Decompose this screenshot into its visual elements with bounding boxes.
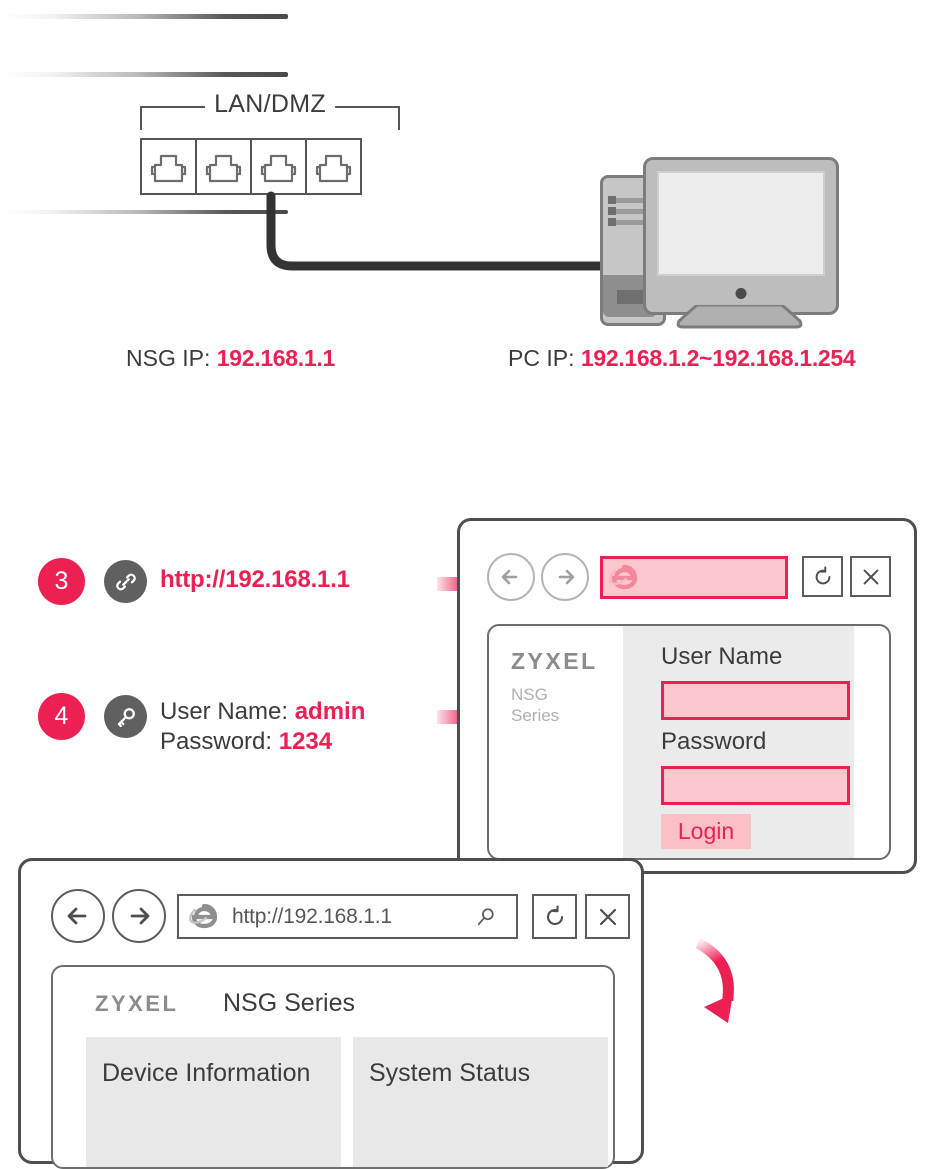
nsg-ip-caption: NSG IP: 192.168.1.1 bbox=[126, 345, 335, 372]
dashboard-browser-window: http://192.168.1.1 ZYXEL NSG Series Devi… bbox=[18, 858, 644, 1169]
pc-monitor bbox=[643, 157, 839, 315]
pc-tower-vent-2 bbox=[608, 209, 652, 214]
dashboard-refresh-button[interactable] bbox=[532, 894, 577, 939]
login-username-input[interactable] bbox=[661, 681, 850, 720]
close-icon bbox=[863, 569, 878, 584]
arrow-right-icon bbox=[130, 907, 150, 925]
dashboard-card-title: Device Information bbox=[102, 1059, 311, 1087]
login-username-label: User Name bbox=[661, 643, 783, 670]
pc-tower-led-2 bbox=[608, 207, 616, 215]
pc-ip-value: 192.168.1.2~192.168.1.254 bbox=[580, 345, 856, 371]
login-browser-window: ZYXEL NSG Series User Name Password Logi… bbox=[457, 518, 917, 874]
step-4-number: 4 bbox=[54, 702, 69, 730]
step-4-username-label: User Name: bbox=[160, 698, 289, 725]
arrow-left-icon bbox=[67, 907, 87, 925]
dashboard-address-value: http://192.168.1.1 bbox=[232, 905, 392, 928]
step-4-badge: 4 bbox=[38, 693, 85, 740]
refresh-icon bbox=[815, 565, 830, 584]
step-4-password-label: Password: bbox=[160, 728, 273, 755]
dashboard-card-device-information[interactable]: Device Information bbox=[86, 1037, 341, 1167]
arrow-right-icon bbox=[558, 569, 575, 585]
login-password-input[interactable] bbox=[661, 766, 850, 805]
login-password-label: Password bbox=[661, 728, 767, 755]
link-icon bbox=[104, 560, 147, 603]
rj45-port-block bbox=[140, 138, 362, 195]
login-series-line1: NSG bbox=[511, 685, 548, 704]
internet-explorer-icon bbox=[189, 903, 218, 929]
nsg-ip-label: NSG IP: bbox=[126, 345, 211, 371]
pc-monitor-stand bbox=[676, 305, 803, 329]
nsg-ip-value: 192.168.1.1 bbox=[216, 345, 336, 371]
device-chassis-line-2 bbox=[0, 72, 288, 77]
login-zyxel-logo: ZYXEL bbox=[511, 648, 598, 674]
arrow-left-icon bbox=[501, 569, 518, 585]
pc-monitor-power-dot bbox=[735, 288, 747, 299]
login-address-bar[interactable] bbox=[600, 556, 788, 599]
step-4-credentials: User Name: admin Password: 1234 bbox=[160, 697, 365, 757]
dashboard-page-card: ZYXEL NSG Series Device Information Syst… bbox=[51, 965, 615, 1169]
login-back-button[interactable] bbox=[487, 553, 535, 601]
ethernet-cable bbox=[266, 191, 620, 271]
device-chassis-line-3 bbox=[0, 210, 288, 214]
rj45-port-1[interactable] bbox=[142, 140, 197, 193]
close-icon bbox=[599, 908, 616, 925]
flow-curved-arrow bbox=[695, 938, 734, 1023]
lan-dmz-bracket: LAN/DMZ bbox=[140, 90, 400, 130]
device-chassis-line-1 bbox=[0, 14, 288, 19]
internet-explorer-icon bbox=[609, 564, 638, 590]
search-icon[interactable] bbox=[475, 906, 497, 928]
login-forward-button[interactable] bbox=[541, 553, 589, 601]
step-3-number: 3 bbox=[54, 567, 69, 595]
login-series-line2: Series bbox=[511, 706, 560, 725]
login-series-label: NSG Series bbox=[511, 684, 559, 726]
login-page-card: ZYXEL NSG Series User Name Password Logi… bbox=[487, 624, 891, 860]
dashboard-close-button[interactable] bbox=[585, 894, 630, 939]
pc-tower-vent-1 bbox=[608, 198, 652, 203]
step-3-badge: 3 bbox=[38, 558, 85, 605]
key-icon bbox=[104, 695, 147, 738]
step-3-url[interactable]: http://192.168.1.1 bbox=[160, 566, 350, 593]
login-submit-button[interactable]: Login bbox=[661, 814, 751, 849]
dashboard-address-bar[interactable]: http://192.168.1.1 bbox=[177, 894, 518, 939]
rj45-port-3[interactable] bbox=[252, 140, 307, 193]
dashboard-series-label: NSG Series bbox=[223, 989, 355, 1017]
dashboard-card-system-status[interactable]: System Status bbox=[353, 1037, 608, 1167]
dashboard-zyxel-logo: ZYXEL bbox=[95, 991, 179, 1016]
rj45-port-4[interactable] bbox=[307, 140, 360, 193]
step-4-username-value: admin bbox=[294, 698, 366, 725]
pc-monitor-screen bbox=[657, 171, 825, 276]
dashboard-back-button[interactable] bbox=[51, 889, 105, 943]
rj45-port-2[interactable] bbox=[197, 140, 252, 193]
login-form-panel: User Name Password Login bbox=[623, 626, 854, 858]
pc-ip-label: PC IP: bbox=[508, 345, 575, 371]
dashboard-card-title: System Status bbox=[369, 1059, 531, 1087]
refresh-icon bbox=[546, 904, 563, 925]
lan-dmz-label: LAN/DMZ bbox=[205, 90, 335, 118]
pc-tower-led-3 bbox=[608, 218, 616, 226]
pc-tower-led-1 bbox=[608, 196, 616, 204]
pc-ip-caption: PC IP: 192.168.1.2~192.168.1.254 bbox=[508, 345, 856, 372]
dashboard-forward-button[interactable] bbox=[112, 889, 166, 943]
login-refresh-button[interactable] bbox=[802, 556, 843, 597]
step-4-password-value: 1234 bbox=[278, 728, 333, 755]
login-close-button[interactable] bbox=[850, 556, 891, 597]
pc-tower-vent-3 bbox=[608, 220, 652, 225]
pc-tower-drive-bay bbox=[617, 290, 645, 304]
